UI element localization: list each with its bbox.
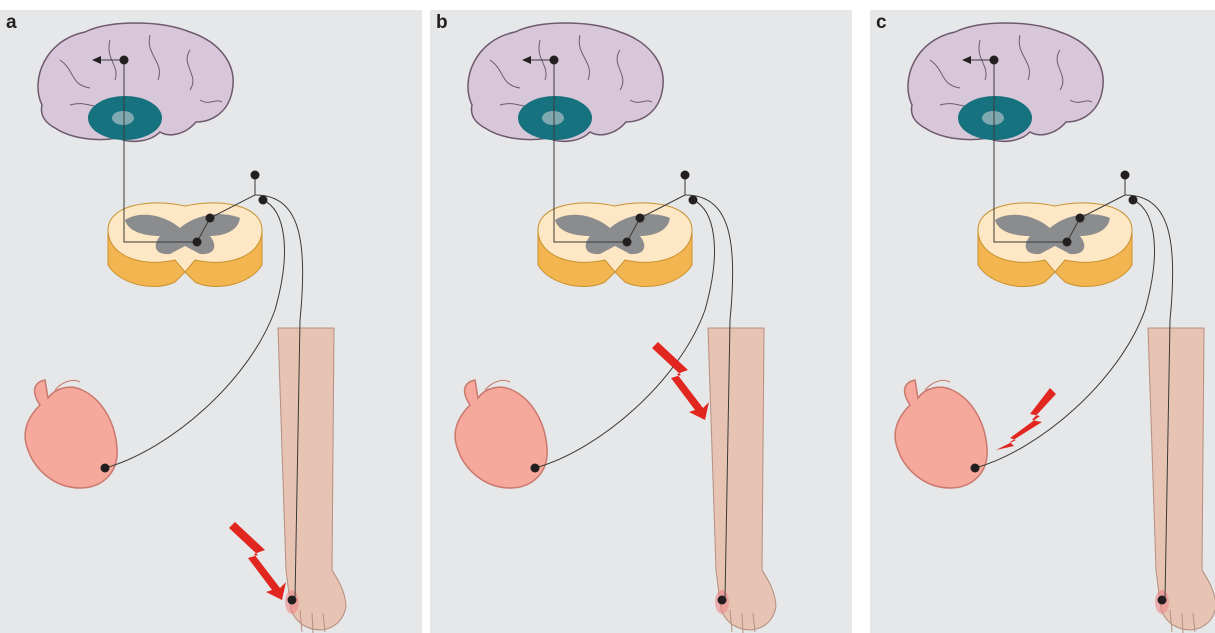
arm-icon — [708, 328, 776, 633]
pain-arrow-icon — [229, 522, 286, 600]
spinal-cord-icon — [538, 203, 692, 287]
panel-a: a — [0, 10, 422, 633]
brain-icon — [38, 23, 233, 141]
pain-arrow-icon — [996, 388, 1056, 450]
panel-b-illustration — [430, 10, 852, 633]
spinal-cord-icon — [978, 203, 1132, 287]
panel-a-illustration — [0, 10, 422, 633]
brain-icon — [908, 23, 1103, 141]
spinal-cord-icon — [108, 203, 262, 287]
panel-c: c — [870, 10, 1215, 633]
panel-b: b — [430, 10, 852, 633]
arm-icon — [278, 328, 346, 633]
brain-icon — [468, 23, 663, 141]
arm-icon — [1148, 328, 1215, 633]
panel-c-illustration — [870, 10, 1215, 633]
pain-arrow-icon — [652, 342, 709, 420]
